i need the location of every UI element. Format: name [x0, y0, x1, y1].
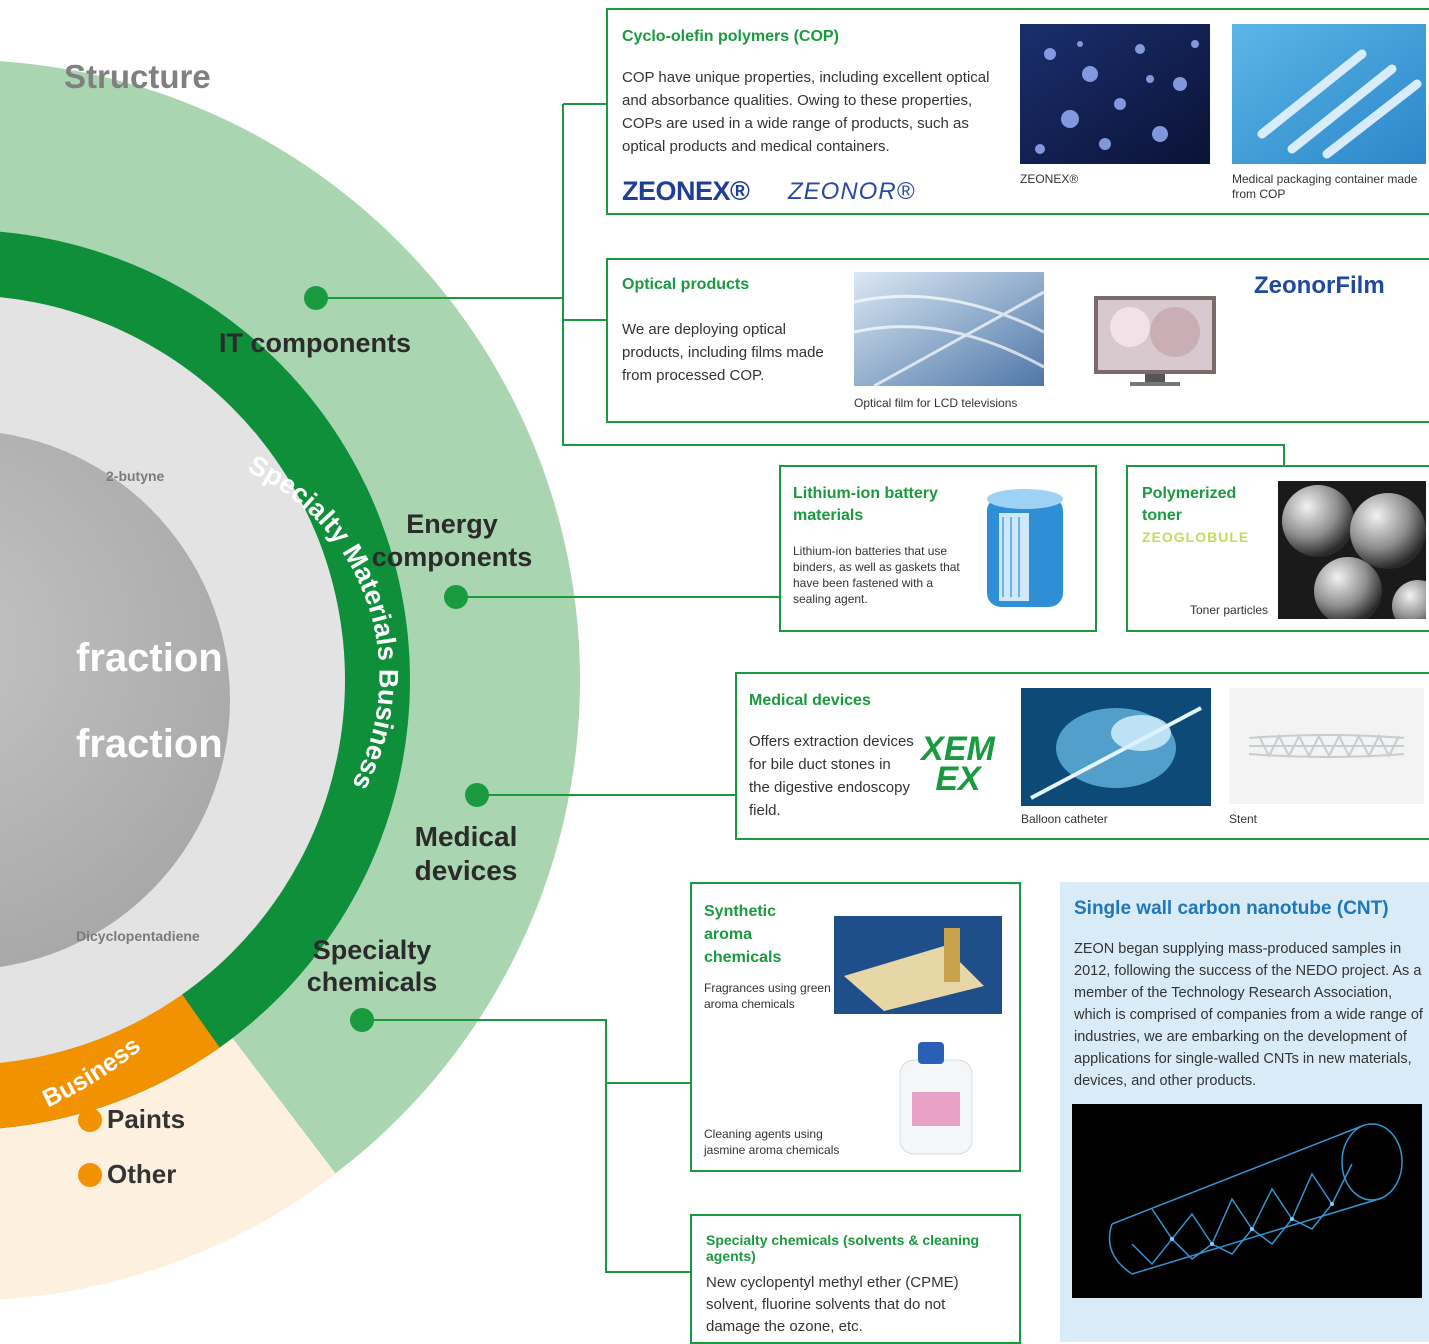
it-components-dot [304, 286, 328, 310]
medical-title: Medical devices [749, 692, 871, 709]
cnt-body: ZEON began supplying mass-produced sampl… [1074, 941, 1423, 1089]
segment-it-components: IT components [218, 328, 411, 358]
zeonor-logo: ZEONOR® [788, 178, 916, 205]
balloon-catheter-photo [1021, 688, 1211, 806]
toner-box: Polymerized toner ZEOGLOBULE Toner parti… [1126, 465, 1429, 632]
optical-products-box: Optical products We are deploying optica… [606, 258, 1429, 423]
medical-container-photo [1232, 24, 1426, 164]
cleaning-agents-caption: Cleaning agents using jasmine aroma chem… [704, 1127, 840, 1157]
segment-energy-components: Energy components [360, 508, 544, 574]
solvents-title: Specialty chemicals (solvents & cleaning… [706, 1232, 980, 1264]
segment-medical-line1: Medical [414, 821, 518, 852]
toner-particles-photo [1278, 481, 1426, 619]
label-dicyclopentadiene: Dicyclopentadiene [76, 928, 200, 944]
zeonex-logo: ZEONEX® [622, 176, 750, 206]
optical-body: We are deploying optical products, inclu… [622, 321, 824, 384]
segment-medical-devices: Medical devices [386, 820, 546, 888]
core-label-2: fraction [76, 722, 223, 766]
energy-components-dot [444, 585, 468, 609]
cop-title: Cyclo-olefin polymers (COP) [622, 28, 839, 45]
medical-devices-box: Medical devices Offers extraction device… [735, 672, 1429, 840]
zeonex-caption: ZEONEX® [1020, 172, 1079, 186]
nanotube-photo [1072, 1104, 1422, 1298]
segment-energy-line2: components [371, 542, 533, 572]
fragrance-photo [834, 916, 1002, 1014]
battery-photo [969, 483, 1081, 613]
page-title: Structure [64, 58, 211, 95]
segment-specialty-chemicals: Specialty chemicals [290, 934, 454, 998]
cnt-title: Single wall carbon nanotube (CNT) [1074, 898, 1389, 919]
zeonorfilm-logo: ZeonorFilm [1254, 272, 1385, 299]
lithium-body: Lithium-ion batteries that use binders, … [793, 544, 960, 606]
core-circle [0, 433, 230, 967]
toner-title: Polymerized toner [1142, 485, 1237, 524]
lithium-title: Lithium-ion battery materials [793, 485, 938, 524]
medical-container-caption: Medical packaging container made from CO… [1232, 172, 1418, 201]
solvents-box: Specialty chemicals (solvents & cleaning… [690, 1214, 1021, 1344]
stent-photo [1229, 688, 1424, 804]
segment-chem-line2: chemicals [306, 967, 438, 997]
optical-film-caption: Optical film for LCD televisions [854, 396, 1018, 410]
other-bullet [78, 1163, 102, 1187]
optical-film-photo [854, 272, 1044, 386]
fragrances-caption: Fragrances using green aroma chemicals [704, 981, 831, 1011]
legend-other: Other [107, 1159, 177, 1189]
zeoglobule-logo: ZEOGLOBULE [1142, 529, 1250, 545]
xemex-logo: XEMEX [921, 730, 995, 798]
cleaning-bottle-photo [888, 1034, 984, 1158]
aroma-title: Synthetic aroma chemicals [704, 903, 782, 966]
paints-bullet [78, 1108, 102, 1132]
lcd-tv-photo [1090, 292, 1220, 388]
medical-body: Offers extraction devices for bile duct … [749, 733, 914, 819]
cop-box: Cyclo-olefin polymers (COP) COP have uni… [606, 8, 1429, 215]
segment-chem-line1: Specialty [312, 935, 432, 965]
specialty-chemicals-dot [350, 1008, 374, 1032]
stent-caption: Stent [1229, 812, 1258, 826]
label-2-butyne: 2-butyne [106, 468, 165, 484]
aroma-box: Synthetic aroma chemicals Fragrances usi… [690, 882, 1021, 1172]
cop-body: COP have unique properties, including ex… [622, 69, 990, 155]
cnt-panel: Single wall carbon nanotube (CNT) ZEON b… [1060, 882, 1429, 1342]
lithium-box: Lithium-ion battery materials Lithium-io… [779, 465, 1097, 632]
balloon-catheter-caption: Balloon catheter [1021, 812, 1108, 826]
zeonex-pellets-photo [1020, 24, 1210, 164]
optical-title: Optical products [622, 276, 750, 293]
core-label-1: fraction [76, 636, 223, 680]
solvents-body: New cyclopentyl methyl ether (CPME) solv… [706, 1274, 959, 1335]
toner-caption: Toner particles [1190, 603, 1269, 617]
connector-lines [316, 103, 1285, 1273]
medical-devices-dot [465, 783, 489, 807]
legend-paints: Paints [107, 1104, 186, 1134]
segment-medical-line2: devices [414, 855, 518, 886]
segment-energy-line1: Energy [406, 509, 498, 539]
